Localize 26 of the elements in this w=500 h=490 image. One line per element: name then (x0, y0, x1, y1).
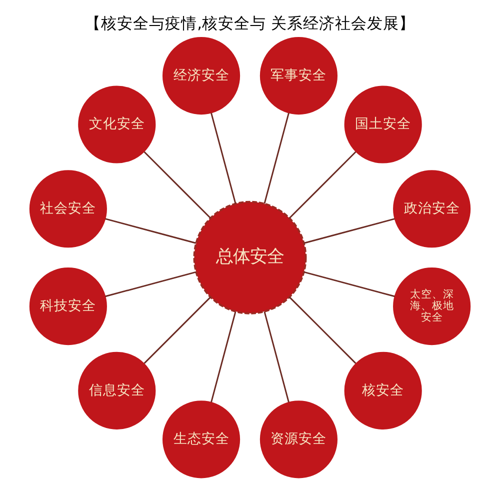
connector (289, 151, 356, 219)
connector (304, 271, 395, 298)
connector (210, 112, 236, 204)
node-circle: 社会安全 (29, 170, 107, 248)
node-circle: 科技安全 (29, 268, 107, 346)
node-circle: 核安全 (344, 352, 422, 430)
connector (264, 311, 290, 402)
node-circle: 总体安全 (193, 200, 307, 314)
connector (105, 271, 196, 298)
diagram-title: 【核安全与疫情,核安全与 关系经济社会发展】 (85, 14, 415, 33)
connector (105, 218, 196, 244)
node-circle: 资源安全 (260, 400, 338, 478)
connector (264, 112, 290, 204)
connector (304, 218, 395, 244)
node-circle: 生态安全 (162, 400, 240, 478)
node-circle: 军事安全 (260, 37, 338, 115)
node-circle: 信息安全 (78, 352, 156, 430)
connector (289, 296, 356, 364)
node-circle: 文化安全 (78, 86, 156, 164)
node-circle: 国土安全 (344, 86, 422, 164)
connector (144, 151, 211, 219)
node-circle: 政治安全 (393, 170, 471, 248)
node-circle: 太空、深海、极地安全 (393, 268, 471, 346)
node-circle: 经济安全 (162, 37, 240, 115)
connector (210, 311, 236, 402)
connector (144, 296, 211, 364)
